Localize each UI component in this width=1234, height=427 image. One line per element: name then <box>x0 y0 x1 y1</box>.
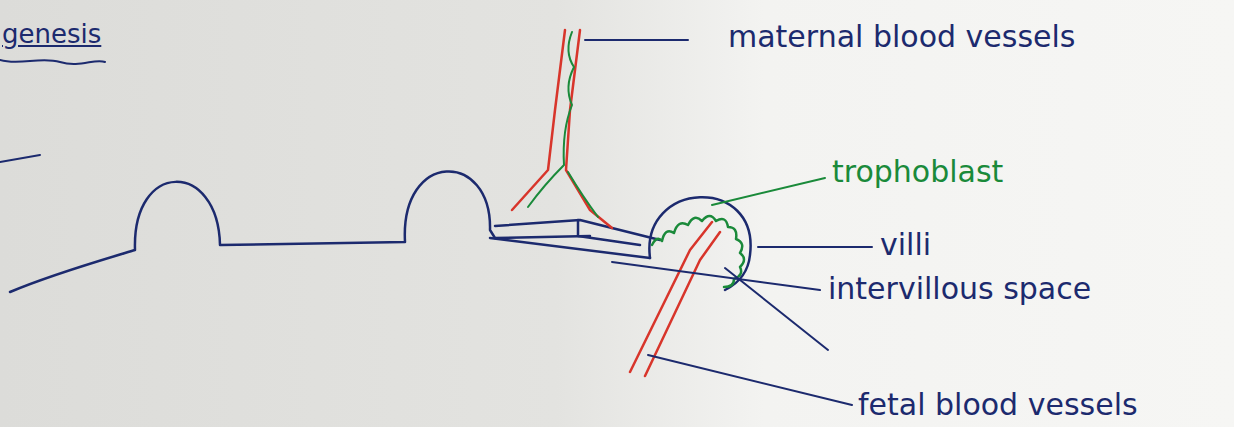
page-heading: genesis <box>2 20 101 49</box>
part-label: intervillous space <box>828 272 1091 305</box>
part-label: maternal blood vessels <box>728 20 1075 53</box>
part-label: trophoblast <box>832 155 1003 188</box>
part-label: villi <box>880 228 931 261</box>
part-label: fetal blood vessels <box>858 388 1138 421</box>
